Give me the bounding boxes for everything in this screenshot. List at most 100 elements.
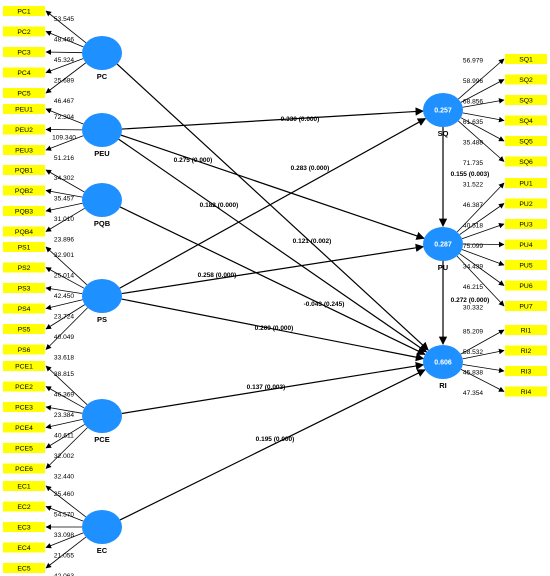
indicator-box-sq3 xyxy=(505,95,547,105)
loading-link-pce2 xyxy=(45,386,85,409)
loading-link-ri4 xyxy=(460,369,505,392)
indicator-label: SQ3 xyxy=(519,98,533,105)
loading-link-ri1 xyxy=(460,329,505,355)
loading-value: 54.570 xyxy=(54,512,75,519)
path-coefficient-label: 0.209 (0.000) xyxy=(255,325,294,332)
construct-circle[interactable] xyxy=(82,279,122,313)
indicator-box-pc3 xyxy=(3,47,45,57)
r-squared-value: 0.257 xyxy=(434,108,452,115)
construct-circle[interactable] xyxy=(423,345,463,379)
indicator-label: PU4 xyxy=(519,242,532,249)
loading-value: 68.856 xyxy=(463,99,484,106)
path-peu-sq xyxy=(121,107,424,130)
loading-value: 56.979 xyxy=(463,58,484,65)
construct-circle[interactable] xyxy=(82,183,122,217)
indicator-box-pu1 xyxy=(505,178,547,188)
indicator-label: PU1 xyxy=(519,181,532,188)
construct-pc[interactable]: PC xyxy=(82,36,122,81)
indicator-box-ps4 xyxy=(3,303,45,314)
indicator-label: PU2 xyxy=(519,201,532,208)
loading-value: 58.532 xyxy=(463,349,484,356)
indicator-label: PC1 xyxy=(17,9,30,16)
loading-value: 33.618 xyxy=(54,355,75,362)
loading-link-pu7 xyxy=(456,255,505,307)
construct-circle[interactable] xyxy=(423,93,463,127)
construct-circle[interactable] xyxy=(82,113,122,147)
indicator-box-pu5 xyxy=(505,260,547,270)
loading-link-ps3 xyxy=(45,286,83,294)
loading-value: 34.302 xyxy=(54,175,75,182)
loading-link-pu3 xyxy=(461,223,505,240)
indicator-label: PU6 xyxy=(519,283,532,290)
loading-link-sq1 xyxy=(458,58,505,100)
indicator-label: PCE1 xyxy=(15,364,33,371)
loading-value: 46.215 xyxy=(463,284,484,291)
indicator-label: PC5 xyxy=(17,91,30,98)
loading-value: 46.369 xyxy=(54,392,75,399)
path-ps-pu xyxy=(121,243,425,295)
indicator-label: RI1 xyxy=(521,328,532,335)
indicator-label: PQB1 xyxy=(15,168,33,175)
construct-pqb[interactable]: PQB xyxy=(82,183,122,228)
loading-value: 23.724 xyxy=(54,314,75,321)
loading-value: 58.996 xyxy=(463,78,484,85)
indicator-box-sq1 xyxy=(505,54,547,64)
indicator-label: PS4 xyxy=(18,306,31,313)
indicator-label: PU5 xyxy=(519,263,532,270)
loading-link-ec5 xyxy=(45,536,87,569)
loading-link-pce4 xyxy=(45,419,83,430)
indicator-label: RI3 xyxy=(521,369,532,376)
path-ps-ri xyxy=(121,298,425,362)
indicator-label: PU3 xyxy=(519,222,532,229)
indicator-label: PQB2 xyxy=(15,188,33,195)
loading-link-ps4 xyxy=(45,299,83,311)
loading-link-pce1 xyxy=(45,365,88,405)
indicator-label: PEU3 xyxy=(15,148,33,155)
loading-value: 51.216 xyxy=(54,155,75,162)
loading-link-pc5 xyxy=(45,62,86,94)
loading-value: 34.439 xyxy=(463,264,484,271)
construct-pce[interactable]: PCE xyxy=(82,399,122,444)
construct-ec[interactable]: EC xyxy=(82,510,122,555)
indicator-box-peu1 xyxy=(3,104,45,114)
construct-circle[interactable] xyxy=(82,399,122,433)
loading-value: 46.387 xyxy=(463,202,484,209)
loading-link-ps5 xyxy=(45,304,85,330)
loading-link-ps1 xyxy=(45,246,88,286)
path-peu-ri xyxy=(118,138,428,353)
construct-peu[interactable]: PEU xyxy=(82,113,122,158)
construct-circle[interactable] xyxy=(423,227,463,261)
loading-value: 32.901 xyxy=(54,252,75,259)
construct-circle[interactable] xyxy=(82,36,122,70)
loading-value: 40.049 xyxy=(54,334,75,341)
loading-value: 25.689 xyxy=(54,78,75,85)
construct-ps[interactable]: PS xyxy=(82,279,122,324)
indicator-box-pu7 xyxy=(505,301,547,311)
indicator-box-ps5 xyxy=(3,324,45,334)
path-coefficient-label: 0.195 (0.000) xyxy=(256,436,295,443)
indicator-box-ec4 xyxy=(3,542,45,553)
construct-circle[interactable] xyxy=(82,510,122,544)
structural-paths: 0.330 (0.000)0.275 (0.000)0.182 (0.000)0… xyxy=(116,63,489,521)
loading-link-pu5 xyxy=(461,249,505,266)
indicator-box-ri3 xyxy=(505,366,547,376)
loading-value: 33.098 xyxy=(54,532,75,539)
indicator-box-ec2 xyxy=(3,501,45,512)
loading-value: 40.611 xyxy=(54,433,74,440)
indicator-label: SQ4 xyxy=(519,118,533,125)
indicator-box-pce6 xyxy=(3,463,45,474)
indicator-box-pqb2 xyxy=(3,185,45,196)
indicator-box-ri4 xyxy=(505,386,547,397)
construct-label: PU xyxy=(438,263,448,272)
loading-link-pqb1 xyxy=(45,169,85,193)
indicator-label: SQ1 xyxy=(519,57,533,64)
indicator-box-ec1 xyxy=(3,481,45,491)
r-squared-value: 0.287 xyxy=(434,242,452,249)
loading-link-sq5 xyxy=(460,117,505,142)
indicator-box-pce1 xyxy=(3,361,45,371)
indicator-label: PS1 xyxy=(18,245,31,252)
